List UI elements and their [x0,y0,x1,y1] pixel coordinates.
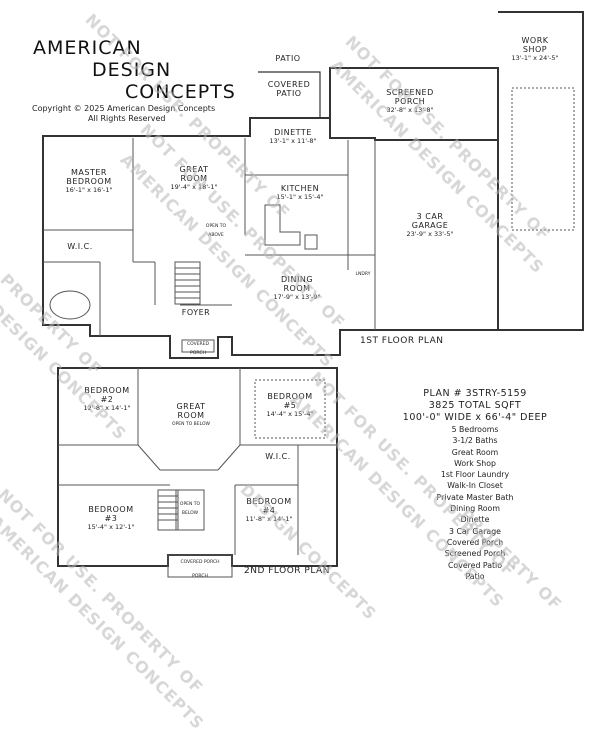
plan-number: PLAN # 3STRY-5159 [423,388,527,399]
room-work-shop: WORK SHOP 13'-1" x 24'-5" [511,36,559,62]
screened-porch-walls [329,67,499,140]
plan-size: 100'-0" WIDE x 66'-4" DEEP [402,412,548,423]
copyright-text: Copyright © 2025 American Design Concept… [32,104,216,113]
room-great-room-2: GREAT ROOM OPEN TO BELOW [172,402,210,427]
open-to-above-note: OPEN TO ABOVE [205,224,227,238]
first-floor-plan-label: 1ST FLOOR PLAN [360,336,444,346]
room-patio: PATIO [275,54,301,63]
feature-item: 3-1/2 Baths [452,436,498,446]
rights-text: All Rights Reserved [88,114,166,123]
room-wic-2: W.I.C. [265,452,291,461]
feature-item: 3 Car Garage [449,526,501,536]
total-sqft: 3825 TOTAL SQFT [428,400,522,411]
room-garage: 3 CAR GARAGE 23'-9" x 33'-5" [406,212,454,238]
room-wic-1: W.I.C. [67,242,93,251]
brand-line-1: AMERICAN [33,37,142,59]
brand-line-2: DESIGN [92,59,172,81]
feature-item: Covered Patio [447,560,502,570]
feature-item: Private Master Bath [436,492,514,502]
room-foyer: FOYER [181,308,211,317]
room-covered-porch-2: COVERED PORCH [180,560,220,565]
open-to-below-note: OPEN TO BELOW [179,502,201,516]
floor-plan-sheet: AMERICAN DESIGN CONCEPTS Copyright © 202… [0,10,584,733]
feature-item: 5 Bedrooms [451,425,499,434]
brand-line-3: CONCEPTS [125,81,236,103]
room-porch-2: PORCH [192,574,208,579]
feature-item: Dining Room [450,504,500,514]
feature-item: Walk-In Closet [447,481,503,491]
first-floor-outline [42,117,499,359]
room-great-room: GREAT ROOM 19'-4" x 18'-1" [170,165,218,191]
room-dinette: DINETTE 13'-1" x 11'-8" [269,128,317,145]
feature-item: 1st Floor Laundry [440,470,510,480]
second-floor-plan-label: 2ND FLOOR PLAN [244,566,330,576]
room-kitchen: KITCHEN 15'-1" x 15'-4" [276,184,324,201]
room-laundry: LNDRY [355,272,371,277]
room-bedroom-3: BEDROOM #3 15'-4" x 12'-1" [87,505,135,531]
room-master-bedroom: MASTER BEDROOM 16'-1" x 16'-1" [65,168,113,194]
room-bedroom-2: BEDROOM #2 12'-8" x 14'-1" [83,386,131,412]
feature-item: Patio [465,571,485,581]
feature-item: Great Room [451,447,499,457]
feature-item: Screened Porch [444,549,506,559]
plan-specs: PLAN # 3STRY-5159 3825 TOTAL SQFT 100'-0… [395,388,555,582]
room-bedroom-4: BEDROOM #4 11'-8" x 14'-1" [245,497,293,523]
room-bedroom-5: BEDROOM #5 14'-4" x 15'-4" [266,392,314,418]
room-dining-room: DINING ROOM 17'-9" x 13'-9" [273,275,321,301]
room-covered-patio: COVERED PATIO [267,80,311,98]
room-screened-porch: SCREENED PORCH 32'-8" x 13'-8" [386,88,434,114]
feature-item: Work Shop [454,458,496,468]
feature-item: Dinette [460,515,490,525]
feature-item: Covered Porch [446,537,504,547]
room-covered-porch-1: COVERED PORCH [187,342,209,356]
work-shop-walls [498,11,584,331]
floor-plan-drawing [42,11,584,578]
